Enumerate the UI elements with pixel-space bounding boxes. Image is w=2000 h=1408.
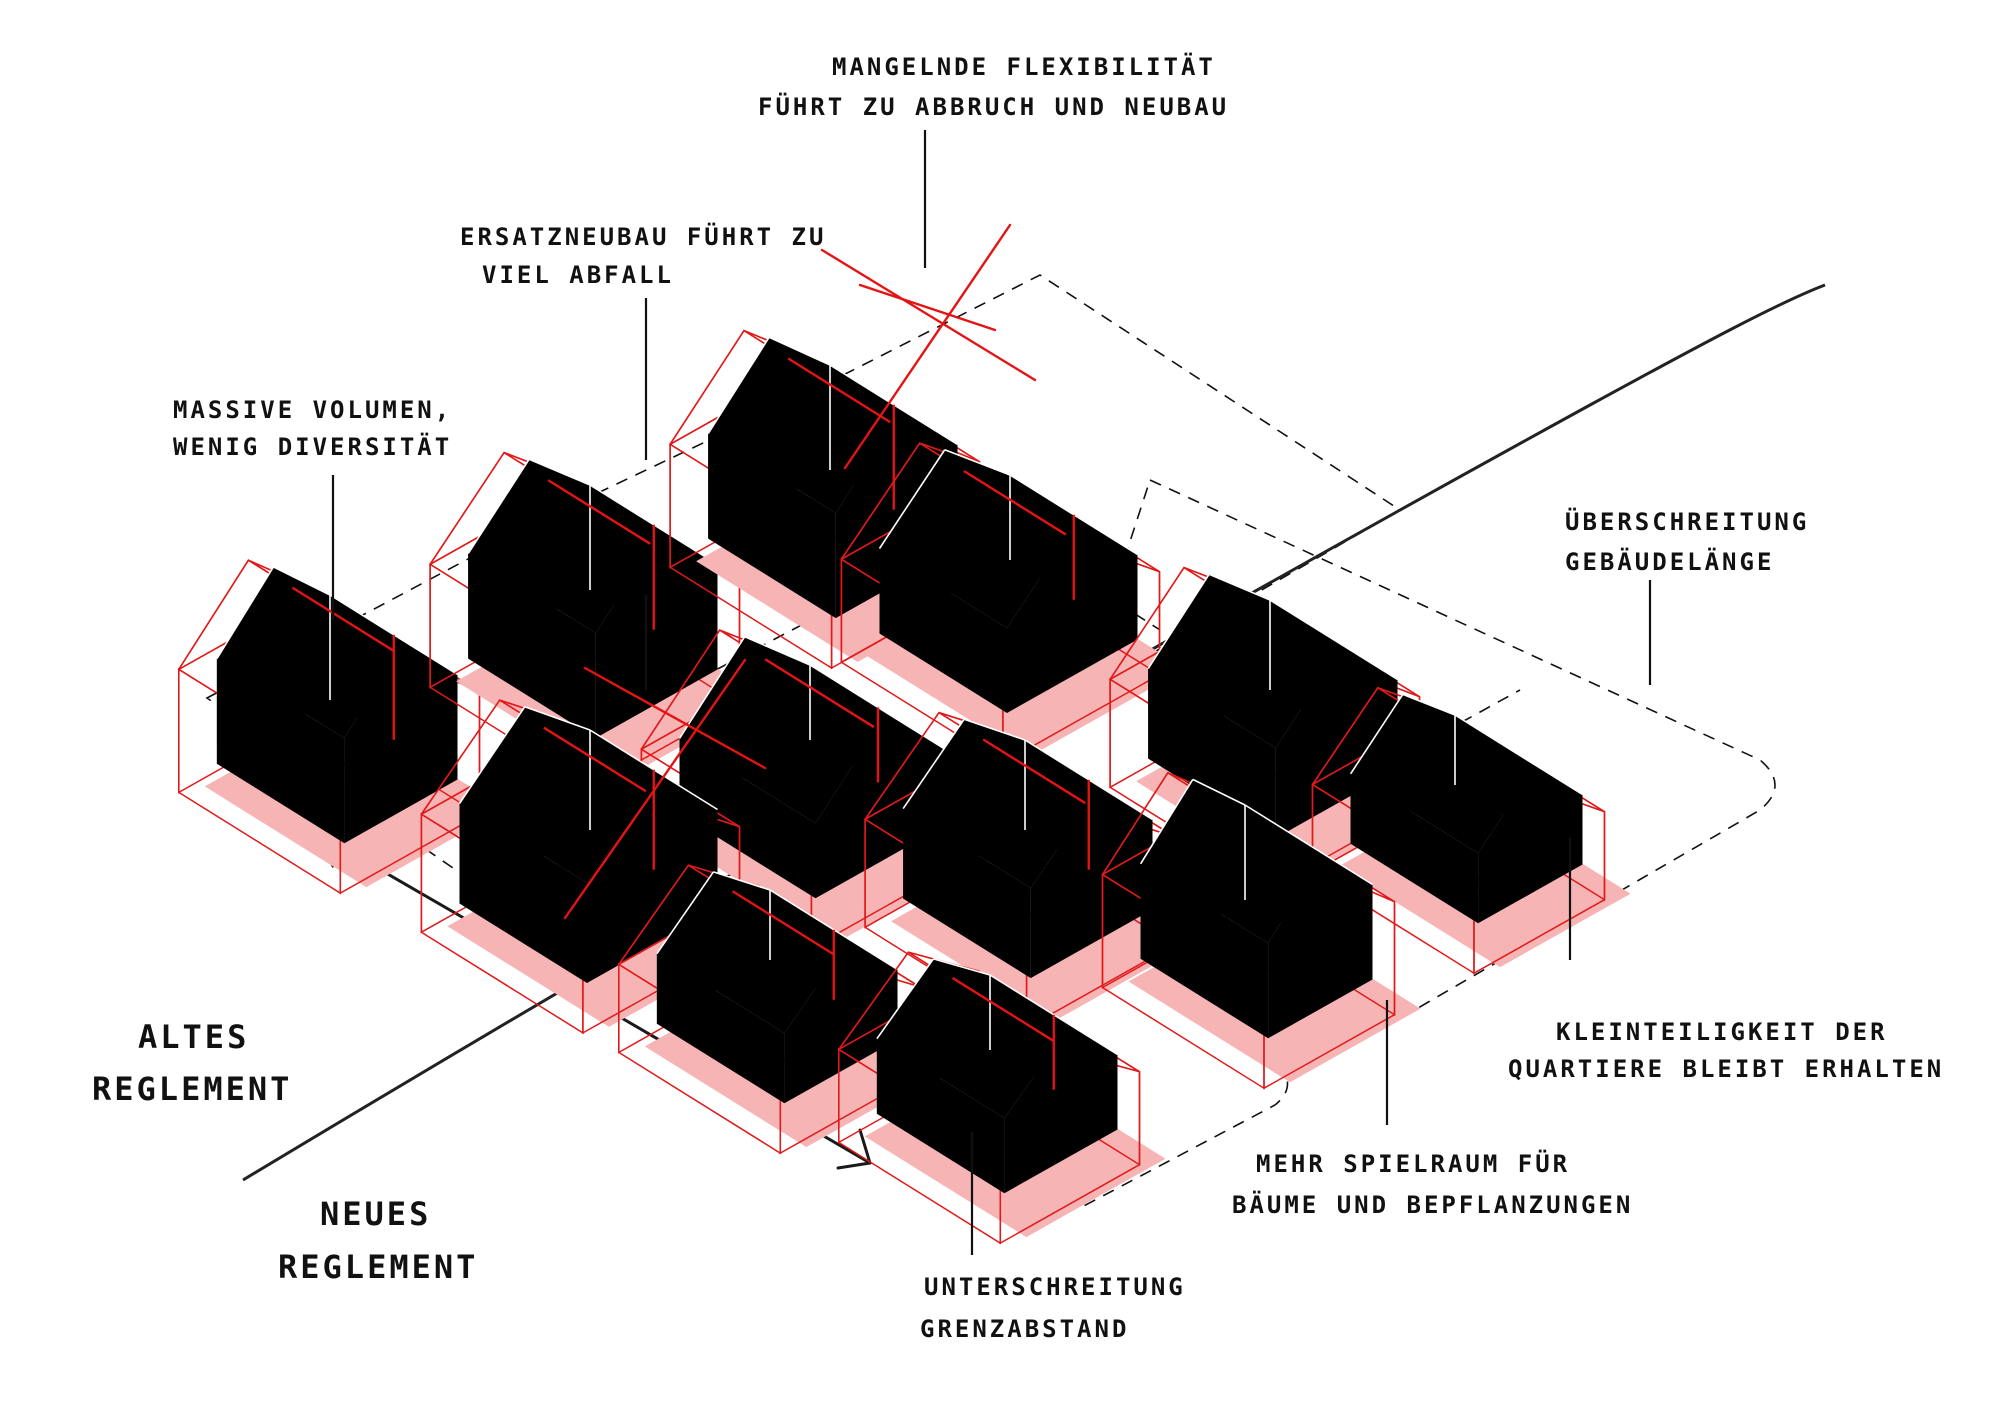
demolition-cross-top bbox=[820, 223, 1037, 470]
label-new-regime: NEUES REGLEMENT bbox=[278, 1195, 478, 1286]
house-icon bbox=[177, 559, 506, 895]
regime-label-line: REGLEMENT bbox=[92, 1070, 292, 1108]
house-icon bbox=[420, 699, 766, 1035]
house-icon bbox=[840, 442, 1186, 765]
annotation-waste: ERSATZNEUBAU FÜHRT ZU VIEL ABFALL bbox=[460, 221, 826, 289]
annotation-more-room: MEHR SPIELRAUM FÜR BÄUME UND BEPFLANZUNG… bbox=[1232, 1148, 1633, 1219]
annotation-small-scale: KLEINTEILIGKEIT DER QUARTIERE BLEIBT ERH… bbox=[1508, 1018, 1944, 1083]
annotation-line: ÜBERSCHREITUNG bbox=[1565, 506, 1809, 536]
annotation-line: GRENZABSTAND bbox=[920, 1315, 1129, 1343]
label-old-regime: ALTES REGLEMENT bbox=[92, 1018, 292, 1108]
annotation-exceed-length: ÜBERSCHREITUNG GEBÄUDELÄNGE bbox=[1565, 506, 1809, 576]
house-icon bbox=[617, 864, 946, 1155]
house-icon bbox=[1101, 771, 1421, 1090]
annotation-line: BÄUME UND BEPFLANZUNGEN bbox=[1232, 1190, 1633, 1219]
annotation-line: WENIG DIVERSITÄT bbox=[173, 432, 452, 461]
annotation-line: GEBÄUDELÄNGE bbox=[1565, 547, 1774, 576]
annotation-line: MANGELNDE FLEXIBILITÄT bbox=[832, 52, 1216, 81]
annotation-line: FÜHRT ZU ABBRUCH UND NEUBAU bbox=[758, 91, 1229, 121]
annotation-line: MASSIVE VOLUMEN, bbox=[173, 396, 452, 424]
annotation-massive: MASSIVE VOLUMEN, WENIG DIVERSITÄT bbox=[173, 396, 452, 461]
annotation-line: ERSATZNEUBAU FÜHRT ZU bbox=[460, 221, 826, 251]
annotation-line: MEHR SPIELRAUM FÜR bbox=[1256, 1148, 1570, 1178]
leader-lines bbox=[331, 130, 1652, 1255]
houses bbox=[177, 329, 1631, 1245]
annotation-inflexibility: MANGELNDE FLEXIBILITÄT FÜHRT ZU ABBRUCH … bbox=[758, 52, 1229, 121]
house-icon bbox=[429, 451, 766, 790]
annotation-line: VIEL ABFALL bbox=[482, 261, 674, 289]
annotation-line: QUARTIERE BLEIBT ERHALTEN bbox=[1508, 1055, 1944, 1083]
regime-label-line: ALTES bbox=[138, 1018, 249, 1056]
annotation-line: UNTERSCHREITUNG bbox=[924, 1273, 1186, 1301]
regime-label-line: REGLEMENT bbox=[278, 1248, 478, 1286]
demolition-cross-left bbox=[563, 658, 767, 920]
regime-label-line: NEUES bbox=[320, 1195, 431, 1233]
annotation-below-distance: UNTERSCHREITUNG GRENZABSTAND bbox=[920, 1273, 1186, 1343]
annotation-line: KLEINTEILIGKEIT DER bbox=[1556, 1018, 1888, 1046]
house-icon bbox=[1311, 686, 1631, 975]
